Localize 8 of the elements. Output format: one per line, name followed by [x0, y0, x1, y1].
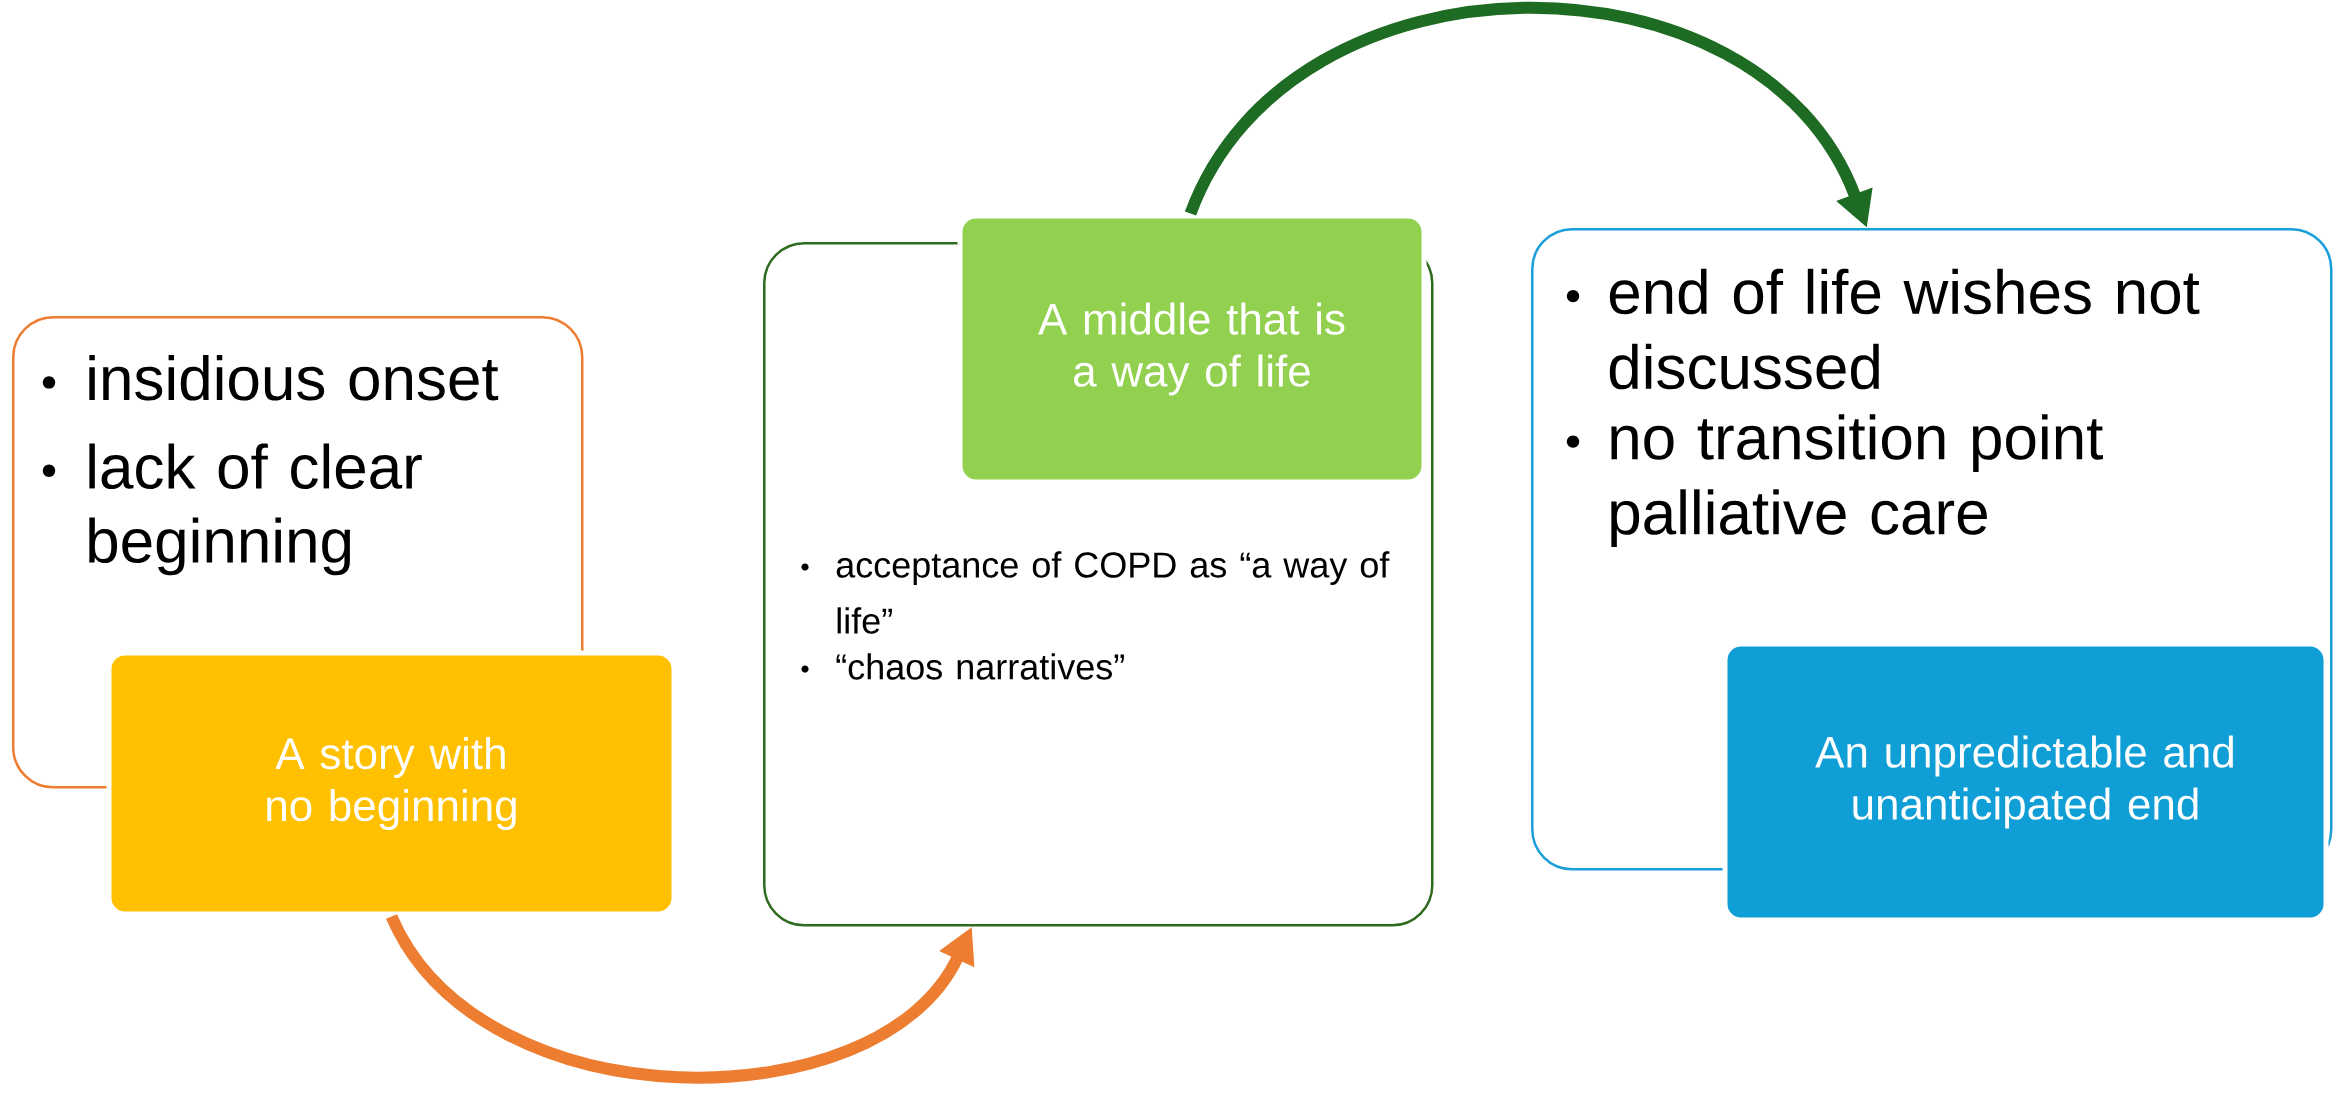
bullet-item: “chaos narratives”: [836, 653, 1124, 680]
stage-box: A story with no beginning: [106, 650, 677, 917]
stage-box: An unpredictable and unanticipated end: [1722, 641, 2329, 923]
stage-box: A middle that is a way of life: [957, 213, 1427, 485]
bullet-item: insidious onset: [89, 355, 499, 401]
bullet-item: acceptance of COPD as “a way of life”: [836, 551, 1390, 634]
bullet-item: lack of clear beginning: [89, 443, 422, 576]
bullet-item: no transition point palliative care: [1611, 414, 2103, 548]
